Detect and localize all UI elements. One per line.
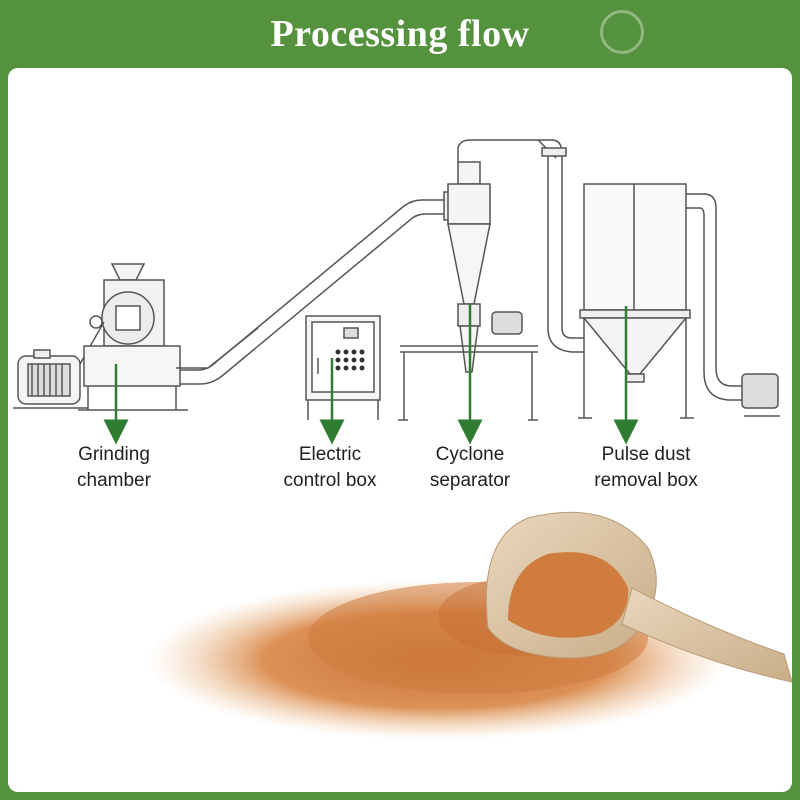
label-electric-control-box: Electric control box (250, 442, 410, 494)
process-diagram (13, 139, 792, 740)
return-pipe-drawing (538, 139, 584, 353)
cyclone-drawing (398, 139, 557, 421)
diagram-panel: Grinding chamber Electric control box Cy… (8, 68, 792, 792)
header-bar: Processing flow (0, 0, 800, 68)
label-line: removal box (594, 470, 698, 491)
powder-spoon-illustration (148, 511, 792, 740)
control-box-drawing (305, 315, 381, 420)
pulse-box-drawing (578, 183, 780, 419)
label-line: control box (283, 470, 377, 491)
page-title: Processing flow (270, 13, 530, 55)
label-line: separator (429, 470, 511, 491)
grinder-drawing (78, 263, 259, 411)
label-pulse-dust-removal-box: Pulse dust removal box (566, 442, 726, 494)
label-line: Pulse dust (601, 444, 691, 465)
label-cyclone-separator: Cyclone separator (390, 442, 550, 494)
label-line: chamber (77, 470, 151, 491)
label-grinding-chamber: Grinding chamber (34, 442, 194, 494)
motor-drawing (13, 349, 88, 409)
label-line: Cyclone (435, 444, 505, 465)
logo-watermark-icon (600, 10, 644, 54)
label-line: Electric (298, 444, 362, 465)
label-line: Grinding (78, 444, 150, 465)
